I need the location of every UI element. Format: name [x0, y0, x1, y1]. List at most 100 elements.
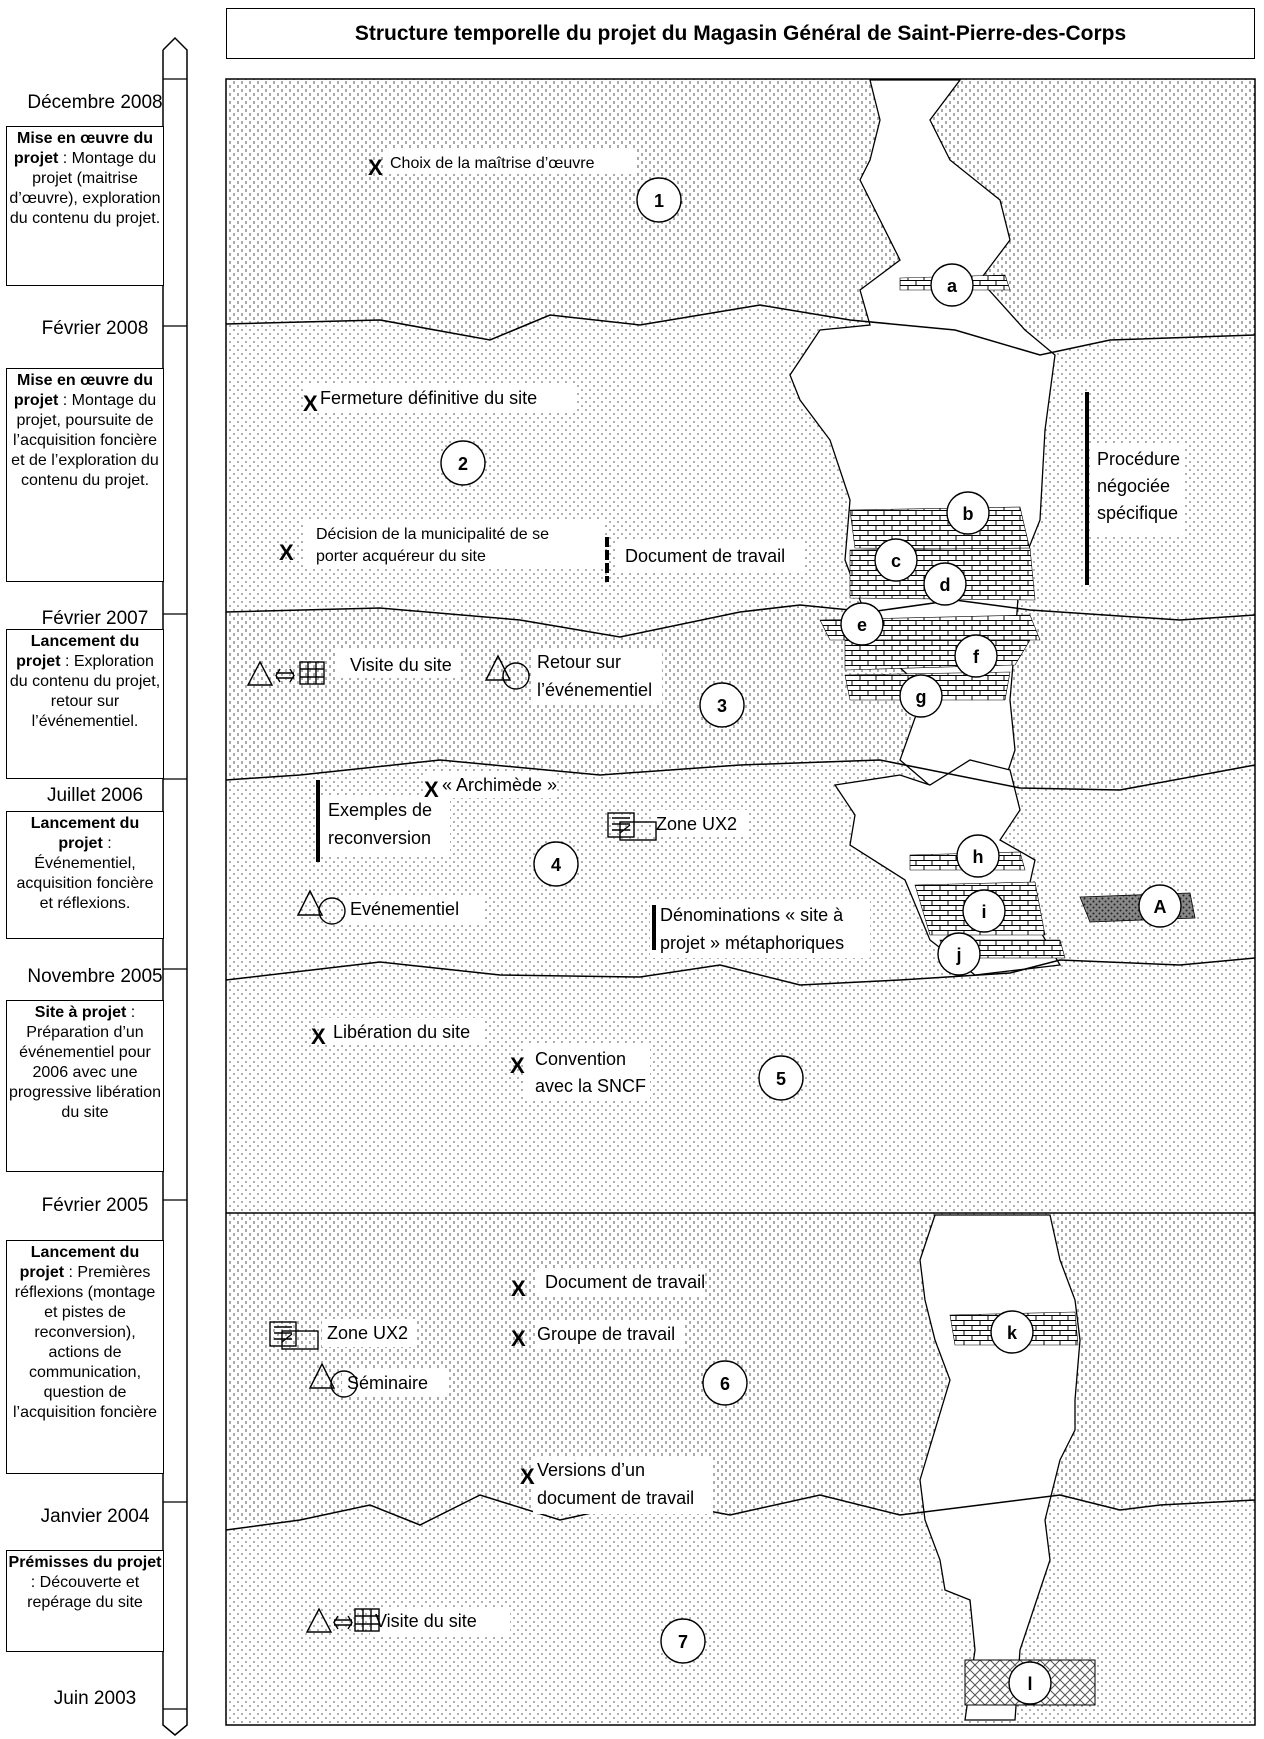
label-procedure-3: spécifique — [1097, 503, 1178, 523]
circle-marker-A: A — [1138, 884, 1182, 928]
circle-marker-k: k — [990, 1310, 1034, 1354]
label-doc-travail-6: Document de travail — [545, 1272, 705, 1292]
svg-text:h: h — [973, 847, 984, 867]
x-marks: X X X X X X X X X — [279, 155, 535, 1489]
phase-title: Lancement du projet — [30, 815, 140, 852]
label-procedure-1: Procédure — [1097, 449, 1180, 469]
circle-marker-c: c — [874, 538, 918, 582]
date-label: Février 2007 — [41, 608, 149, 629]
svg-text:3: 3 — [717, 696, 727, 716]
band-5 — [226, 958, 1255, 1213]
phase-title: Lancement du projet — [19, 1244, 140, 1281]
svg-text:g: g — [916, 687, 927, 707]
phase-title: Mise en œuvre du projet — [13, 130, 154, 167]
label-seminaire: Séminaire — [347, 1373, 428, 1393]
phase-text: : Découverte et repérage du site — [27, 1574, 143, 1611]
x-mark: X — [303, 391, 318, 416]
phase-text: : Montage du projet (maitrise d’œuvre), … — [9, 150, 161, 227]
phase-box: Site à projet : Préparation d’un événeme… — [6, 1000, 164, 1172]
circle-marker-i: i — [962, 889, 1006, 933]
labels: Choix de la maîtrise d’œuvre Fermeture d… — [316, 155, 1180, 1631]
circle-marker-a: a — [930, 263, 974, 307]
phase-title: Site à projet — [34, 1004, 127, 1021]
svg-text:b: b — [963, 504, 974, 524]
circle-marker-7: 7 — [660, 1618, 706, 1664]
label-denominations-2: projet » métaphoriques — [660, 933, 844, 953]
phase-title: Mise en œuvre du projet — [13, 372, 154, 409]
phase-text: : Montage du projet, poursuite de l’acqu… — [11, 392, 159, 489]
svg-text:5: 5 — [776, 1069, 786, 1089]
x-mark: X — [424, 777, 439, 802]
label-denominations-1: Dénominations « site à — [660, 905, 844, 925]
label-groupe: Groupe de travail — [537, 1324, 675, 1344]
svg-text:j: j — [955, 945, 961, 965]
phase-text: : Premières réflexions (montage et piste… — [12, 1264, 158, 1421]
label-versions-1: Versions d’un — [537, 1460, 645, 1480]
label-retour-1: Retour sur — [537, 652, 621, 672]
circle-marker-d: d — [923, 562, 967, 606]
x-mark: X — [511, 1326, 526, 1351]
svg-text:1: 1 — [654, 191, 664, 211]
label-retour-2: l’événementiel — [537, 680, 652, 700]
x-mark: X — [311, 1024, 326, 1049]
date-label: Décembre 2008 — [27, 92, 163, 113]
svg-text:i: i — [981, 902, 986, 922]
date-label: Juillet 2006 — [46, 785, 144, 806]
circle-marker-j: j — [937, 932, 981, 976]
triangle-arrow-grid-icon — [246, 660, 325, 686]
label-visite-7: Visite du site — [375, 1611, 477, 1631]
label-convention-2: avec la SNCF — [535, 1076, 646, 1096]
label-exemples-2: reconversion — [328, 828, 431, 848]
circle-marker-6: 6 — [702, 1360, 748, 1406]
phase-box: Lancement du projet : Exploration du con… — [6, 629, 164, 779]
date-label: Novembre 2005 — [27, 966, 163, 987]
circle-marker-1: 1 — [636, 177, 682, 223]
circle-marker-l: l — [1008, 1661, 1052, 1705]
svg-text:7: 7 — [678, 1632, 688, 1652]
label-choix: Choix de la maîtrise d’œuvre — [390, 155, 595, 172]
band-1 — [226, 79, 1255, 339]
phase-box: Mise en œuvre du projet : Montage du pro… — [6, 126, 164, 286]
triangle-circle-icon — [308, 1362, 358, 1398]
frame — [225, 78, 1256, 1726]
label-versions-2: document de travail — [537, 1488, 694, 1508]
svg-text:6: 6 — [720, 1374, 730, 1394]
label-evenementiel: Evénementiel — [350, 899, 459, 919]
label-decision-1: Décision de la municipalité de se — [316, 526, 549, 543]
phase-text: : Préparation d’un événementiel pour 200… — [8, 1004, 162, 1121]
circle-marker-4: 4 — [533, 841, 579, 887]
circle-marker-f: f — [954, 634, 998, 678]
circle-marker-h: h — [956, 834, 1000, 878]
label-zone-6: Zone UX2 — [327, 1323, 408, 1343]
label-doc-travail-2: Document de travail — [625, 546, 785, 566]
phase-text: : Événementiel, acquisition foncière et … — [16, 835, 154, 912]
phase-box: Lancement du projet : Premières réflexio… — [6, 1240, 164, 1474]
phase-box: Lancement du projet : Événementiel, acqu… — [6, 811, 164, 939]
label-visite-3: Visite du site — [350, 655, 452, 675]
timeline-axis — [162, 36, 188, 1736]
date-label: Février 2005 — [41, 1195, 149, 1216]
label-backgrounds — [305, 148, 1185, 1636]
label-decision-2: porter acquéreur du site — [316, 548, 486, 565]
circle-marker-2: 2 — [440, 440, 486, 486]
phase-text: : Exploration du contenu du projet, reto… — [9, 653, 161, 730]
circle-marker-b: b — [946, 491, 990, 535]
triangle-arrow-grid-icon — [305, 1607, 380, 1633]
phase-box: Mise en œuvre du projet : Montage du pro… — [6, 368, 164, 582]
svg-text:2: 2 — [458, 454, 468, 474]
svg-text:d: d — [940, 575, 951, 595]
svg-text:l: l — [1027, 1674, 1032, 1694]
circle-marker-5: 5 — [758, 1055, 804, 1101]
phase-box: Prémisses du projet : Découverte et repé… — [6, 1550, 164, 1652]
circle-markers: 1 2 3 4 5 6 7 a b c d e f g h i j k l A — [440, 177, 1182, 1705]
x-mark: X — [368, 155, 383, 180]
date-label: Février 2008 — [41, 318, 149, 339]
svg-text:c: c — [891, 551, 901, 571]
phase-title: Lancement du projet — [16, 633, 140, 670]
x-mark: X — [510, 1053, 525, 1078]
label-liberation: Libération du site — [333, 1022, 470, 1042]
x-mark: X — [520, 1464, 535, 1489]
circle-marker-e: e — [840, 602, 884, 646]
svg-text:f: f — [973, 647, 980, 667]
